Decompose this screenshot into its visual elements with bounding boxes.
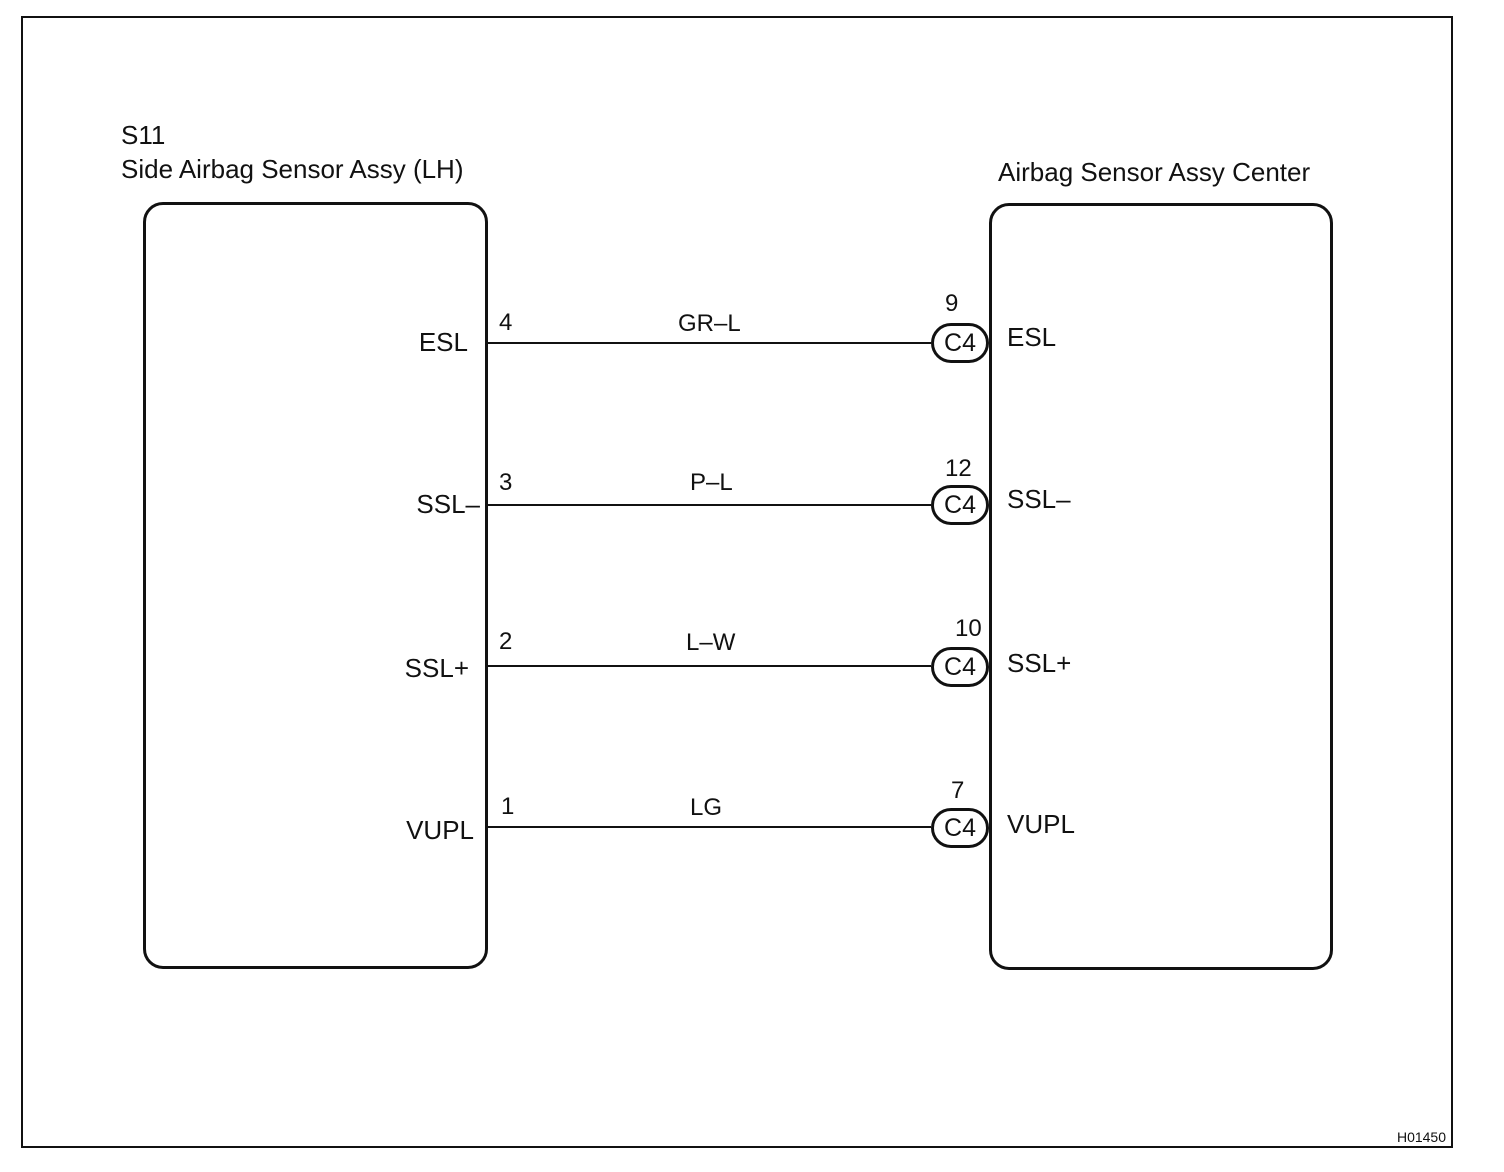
left-component-name: Side Airbag Sensor Assy (LH) (121, 154, 464, 184)
diagram-frame (21, 16, 1453, 1148)
connector-badge: C4 (931, 808, 989, 848)
figure-code: H01450 (1396, 1129, 1446, 1145)
right-terminal-label: SSL– (1007, 484, 1071, 514)
left-pin-number: 2 (499, 628, 513, 655)
wire-line (488, 342, 931, 344)
wire-line (488, 504, 931, 506)
right-terminal-label: SSL+ (1007, 648, 1072, 678)
left-terminal-label: ESL (418, 327, 468, 357)
left-pin-number: 1 (501, 793, 515, 820)
left-pin-number: 4 (499, 309, 513, 336)
right-pin-number: 12 (945, 455, 972, 482)
left-component-code: S11 (121, 120, 166, 150)
right-component-box (989, 203, 1333, 970)
right-pin-number: 9 (945, 290, 959, 317)
wire-line (488, 826, 931, 828)
wire-color-label: L–W (686, 629, 736, 656)
right-component-name: Airbag Sensor Assy Center (998, 157, 1311, 187)
wire-color-label: GR–L (678, 310, 741, 337)
left-pin-number: 3 (499, 469, 513, 496)
right-pin-number: 7 (951, 777, 965, 804)
connector-badge: C4 (931, 647, 989, 687)
right-pin-number: 10 (955, 615, 982, 642)
connector-badge: C4 (931, 485, 989, 525)
left-terminal-label: SSL+ (404, 653, 469, 683)
right-terminal-label: VUPL (1007, 809, 1075, 839)
right-terminal-label: ESL (1007, 322, 1057, 352)
left-component-box (143, 202, 488, 969)
connector-badge: C4 (931, 323, 989, 363)
wire-color-label: LG (690, 794, 723, 821)
left-terminal-label: VUPL (406, 815, 474, 845)
wire-color-label: P–L (690, 469, 733, 496)
wire-line (488, 665, 931, 667)
left-terminal-label: SSL– (416, 489, 480, 519)
